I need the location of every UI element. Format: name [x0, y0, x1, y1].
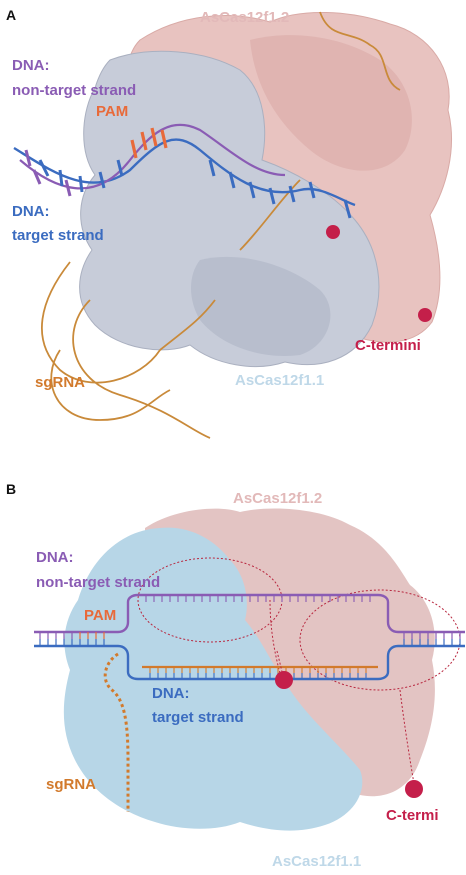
panel-a: A — [6, 7, 452, 439]
label-dna-ts-line2-a: target strand — [12, 227, 104, 244]
protein-surface-shadow — [191, 256, 331, 356]
label-dna-nts-line2-a: non-target strand — [12, 82, 136, 99]
c-terminus-sphere-1 — [326, 225, 340, 239]
label-dna-nts-line1-b: DNA: — [36, 549, 74, 566]
c-terminus-dot-2 — [405, 780, 423, 798]
label-pam-a: PAM — [96, 103, 128, 120]
protein-surface-shading — [250, 35, 412, 171]
label-ascas12f1-1-a: AsCas12f1.1 — [235, 372, 324, 389]
label-dna-ts-line2-b: target strand — [152, 709, 244, 726]
label-sgrna-a: sgRNA — [35, 374, 85, 391]
label-c-termi-b: C-termi — [386, 807, 439, 824]
label-dna-nts-line2-b: non-target strand — [36, 574, 160, 591]
panel-b-letter: B — [6, 481, 16, 497]
panel-b: B — [6, 481, 465, 870]
label-dna-ts-line1-b: DNA: — [152, 685, 190, 702]
label-sgrna-b: sgRNA — [46, 776, 96, 793]
c-terminus-sphere-2 — [418, 308, 432, 322]
dna-schematic-b — [34, 593, 465, 812]
label-ascas12f1-2-b: AsCas12f1.2 — [233, 490, 322, 507]
label-ascas12f1-2-a: AsCas12f1.2 — [200, 9, 289, 26]
sgrna-cartoon — [40, 11, 401, 439]
dna-cartoon-a — [13, 123, 356, 219]
panel-a-letter: A — [6, 7, 16, 23]
label-dna-ts-line1-a: DNA: — [12, 203, 50, 220]
c-terminus-dot-1 — [275, 671, 293, 689]
label-c-termini-a: C-termini — [355, 337, 421, 354]
label-pam-b: PAM — [84, 607, 116, 624]
label-ascas12f1-1-b: AsCas12f1.1 — [272, 853, 361, 870]
label-dna-nts-line1-a: DNA: — [12, 57, 50, 74]
